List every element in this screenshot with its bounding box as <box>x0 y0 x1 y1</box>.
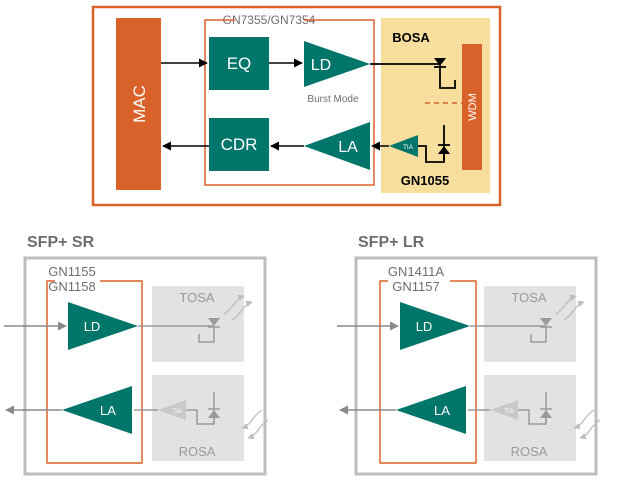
sfp-lr-chip-line1: GN1411A <box>388 264 444 279</box>
sfp-sr-light-out-icon <box>223 294 253 321</box>
sfp-lr-tia-label: TIA <box>504 409 513 415</box>
sfp-lr-chip-line2: GN1157 <box>392 279 439 294</box>
sfp-lr-light-in-icon <box>573 409 601 440</box>
ld-label: LD <box>311 57 331 74</box>
sfp-sr-ld-amplifier <box>68 302 138 350</box>
sfp-lr-light-out-icon <box>555 294 585 321</box>
mac-label: MAC <box>130 85 149 123</box>
sfp-lr-tia-amplifier <box>490 400 518 420</box>
sfp-sr-laser-diode-icon <box>138 318 220 343</box>
tia-amplifier <box>389 135 418 157</box>
sfp-sr-title: SFP+ SR <box>27 234 95 251</box>
sfp-sr-block: SFP+ SR GN1155 GN1158 LD LA TOSA ROSA TI… <box>4 234 269 476</box>
la-label: LA <box>338 139 358 156</box>
chip-frame <box>204 19 375 186</box>
top-system-block: MAC GN7355/GN7354 EQ LD Burst Mode CDR L… <box>91 5 502 207</box>
wdm-label: WDM <box>467 93 479 121</box>
mac-block <box>116 18 161 190</box>
sfp-sr-la-label: LA <box>100 403 116 418</box>
sfp-lr-title: SFP+ LR <box>358 234 425 251</box>
sfp-sr-tosa-box <box>152 286 244 362</box>
wdm-block <box>462 44 482 170</box>
ld-amplifier <box>304 41 370 87</box>
sfp-lr-ld-amplifier <box>400 302 470 350</box>
tia-label: TIA <box>403 144 414 151</box>
gn1055-label: GN1055 <box>401 173 449 188</box>
sfp-sr-chip-line1: GN1155 <box>48 264 95 279</box>
sfp-lr-tosa-box <box>484 286 576 362</box>
eq-label: EQ <box>227 54 252 73</box>
sfp-lr-tosa-label: TOSA <box>511 290 546 305</box>
burst-mode-label: Burst Mode <box>307 94 359 105</box>
sfp-lr-rosa-label: ROSA <box>511 444 548 459</box>
sfp-sr-ld-label: LD <box>84 319 101 334</box>
sfp-lr-chip-frame <box>379 280 477 464</box>
bosa-label: BOSA <box>392 30 430 45</box>
sfp-sr-tosa-label: TOSA <box>179 290 214 305</box>
sfp-sr-chip-line2: GN1158 <box>48 279 95 294</box>
chip-label: GN7355/GN7354 <box>223 13 316 27</box>
sfp-lr-photodiode-icon <box>518 392 552 425</box>
sfp-lr-ld-label: LD <box>416 319 433 334</box>
sfp-sr-rosa-label: ROSA <box>179 444 216 459</box>
sfp-lr-la-label: LA <box>434 403 450 418</box>
sfp-lr-rosa-box <box>484 375 576 461</box>
sfp-sr-la-amplifier <box>62 386 132 434</box>
cdr-block <box>209 118 269 171</box>
sfp-sr-tia-label: TIA <box>172 409 181 415</box>
sfp-sr-photodiode-icon <box>186 392 220 425</box>
la-amplifier <box>304 122 370 170</box>
sfp-lr-laser-diode-icon <box>470 318 552 343</box>
cdr-label: CDR <box>221 135 258 154</box>
sfp-lr-block: SFP+ LR GN1411A GN1157 LD LA TOSA ROSA T… <box>337 234 601 476</box>
sfp-sr-chip-frame <box>46 280 143 464</box>
sfp-lr-la-amplifier <box>396 386 466 434</box>
sfp-sr-rosa-box <box>152 375 244 461</box>
sfp-sr-light-in-icon <box>241 409 269 440</box>
sfp-sr-tia-amplifier <box>158 400 186 420</box>
eq-block <box>209 37 269 90</box>
laser-diode-icon <box>370 58 456 89</box>
photodiode-icon <box>418 125 450 163</box>
